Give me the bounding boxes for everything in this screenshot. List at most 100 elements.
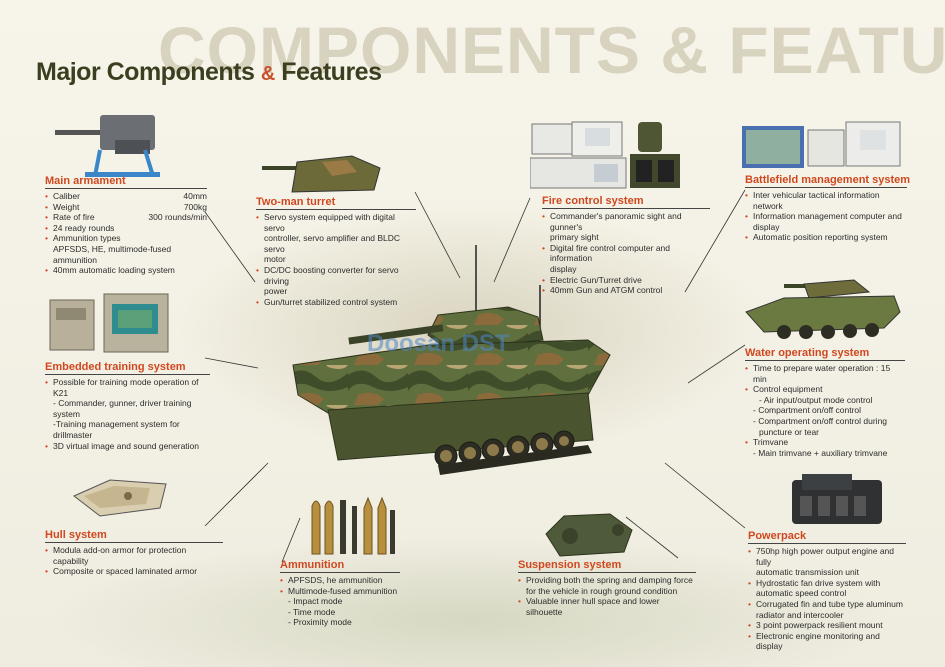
powerpack-title: Powerpack (748, 530, 906, 544)
feature-line: - Proximity mode (288, 617, 352, 628)
feature-line: Multimode-fused ammunition (280, 586, 400, 597)
fire-control-section: Fire control system Commander's panorami… (542, 195, 710, 296)
feature-line: Control equipment (745, 384, 905, 395)
feature-line: puncture or tear (759, 426, 820, 437)
suspension-section: Suspension system Providing both the spr… (518, 559, 696, 617)
feature-line: - Impact mode (288, 596, 343, 607)
battlefield-management-title: Battlefield management system (745, 174, 911, 188)
feature-line: 40mm automatic loading system (45, 265, 207, 276)
leader-main-armament (204, 211, 256, 283)
feature-line: Servo system equipped with digital servo (256, 212, 416, 233)
feature-line: radiator and intercooler (756, 609, 844, 620)
title-end: Features (281, 58, 382, 86)
battlefield-image (742, 121, 901, 168)
feature-line: Valuable inner hull space and lower silh… (518, 596, 696, 617)
feature-line: - Commander, gunner, driver training sys… (53, 398, 192, 419)
spec-value: 700kg (183, 201, 207, 212)
feature-line: automatic speed control (756, 588, 847, 599)
leader-fire-control (493, 197, 531, 283)
embedded-training-title: Embedded training system (45, 361, 210, 375)
feature-line: - Main trimvane + auxiliary trimvane (753, 447, 888, 458)
ammunition-image (311, 496, 395, 555)
feature-line: Modula add-on armor for protection capab… (45, 545, 223, 566)
leader-hull (204, 462, 269, 527)
two-man-turret-title: Two-man turret (256, 196, 416, 210)
feature-line: APFSDS, he ammunition (280, 575, 400, 586)
main-armament-section: Main armament Caliber 40mm Weight 700kg … (45, 175, 207, 276)
feature-line: power (264, 286, 288, 297)
page-title: Major Components & Features (36, 58, 382, 87)
feature-line: Trimvane (745, 437, 905, 448)
feature-line: Automatic position reporting system (745, 232, 907, 243)
feature-line: - Compartment on/off control (753, 405, 862, 416)
suspension-title: Suspension system (518, 559, 696, 573)
feature-line: APFSDS, HE, multimode-fused ammunition (53, 243, 172, 265)
feature-line: DC/DC boosting converter for servo drivi… (256, 265, 416, 286)
feature-line: - Air input/output mode control (759, 394, 873, 405)
feature-line: Commander's panoramic sight and gunner's (542, 211, 710, 232)
suspension-image (545, 513, 633, 557)
feature-line: controller, servo amplifier and BLDC ser… (264, 233, 401, 254)
feature-line: 750hp high power output engine and fully (748, 546, 906, 567)
powerpack-image (792, 474, 882, 524)
feature-line: motor (264, 254, 286, 265)
water-operating-section: Water operating system Time to prepare w… (745, 347, 905, 458)
title-ampersand: & (260, 63, 275, 85)
feature-line: Ammunition types (45, 233, 207, 244)
fire-control-title: Fire control system (542, 195, 710, 209)
hull-system-section: Hull system Modula add-on armor for prot… (45, 529, 223, 577)
main-armament-title: Main armament (45, 175, 207, 189)
water-operating-image (745, 279, 901, 339)
feature-line: - Time mode (288, 606, 336, 617)
cannon-image (55, 115, 160, 177)
battlefield-management-section: Battlefield management system Inter vehi… (745, 174, 911, 243)
feature-line: Time to prepare water operation : 15 min (745, 363, 905, 384)
feature-line: Gun/turret stabilized control system (256, 297, 416, 308)
feature-line: Inter vehicular tactical information net… (745, 190, 907, 211)
leader-training (204, 357, 259, 369)
two-man-turret-section: Two-man turret Servo system equipped wit… (256, 196, 416, 307)
feature-line: primary sight (550, 232, 599, 243)
leader-ammunition (281, 517, 301, 563)
feature-line: Composite or spaced laminated armor (45, 566, 223, 577)
feature-line: 40mm Gun and ATGM control (542, 285, 710, 296)
training-system-image (49, 293, 169, 353)
spec-caliber: Caliber 40mm (45, 191, 207, 202)
feature-line: Electronic engine monitoring and display (748, 631, 906, 652)
feature-line: display (753, 221, 780, 232)
feature-line: 3 point powerpack resilient mount (748, 620, 906, 631)
spec-label: Caliber (53, 191, 80, 201)
ammunition-title: Ammunition (280, 559, 400, 573)
spec-weight: Weight 700kg (45, 202, 207, 213)
hull-armor-image (73, 479, 167, 517)
leader-powerpack (664, 462, 746, 529)
feature-line: -Training management system for drillmas… (53, 419, 180, 440)
embedded-training-section: Embedded training system Possible for tr… (45, 361, 210, 451)
feature-line: Providing both the spring and damping fo… (518, 575, 696, 586)
powerpack-section: Powerpack 750hp high power output engine… (748, 530, 906, 652)
feature-line: Information management computer and (745, 211, 907, 222)
water-operating-title: Water operating system (745, 347, 905, 361)
feature-line: Digital fire control computer and inform… (542, 243, 710, 264)
watermark: Doosan DST (367, 330, 510, 357)
feature-line: for the vehicle in rough ground conditio… (526, 585, 678, 596)
k21-vehicle-image (292, 245, 611, 475)
spec-value: 40mm (183, 191, 207, 201)
fire-control-image (530, 121, 680, 189)
feature-line: display (550, 263, 577, 274)
leader-water (687, 344, 746, 384)
spec-value: 300 rounds/min (148, 212, 207, 223)
title-main: Major Components (36, 58, 255, 86)
feature-line: - Compartment on/off control during (753, 415, 888, 426)
feature-line: Possible for training mode operation of … (45, 377, 210, 398)
hull-system-title: Hull system (45, 529, 223, 543)
leader-suspension (625, 516, 679, 559)
turret-image (262, 155, 381, 193)
feature-line: 24 ready rounds (45, 223, 207, 234)
feature-line: 3D virtual image and sound generation (45, 441, 210, 452)
feature-line: automatic transmission unit (756, 567, 859, 578)
feature-line: Electric Gun/Turret drive (542, 275, 710, 286)
background-title: COMPONENTS & FEATURES (158, 13, 945, 87)
